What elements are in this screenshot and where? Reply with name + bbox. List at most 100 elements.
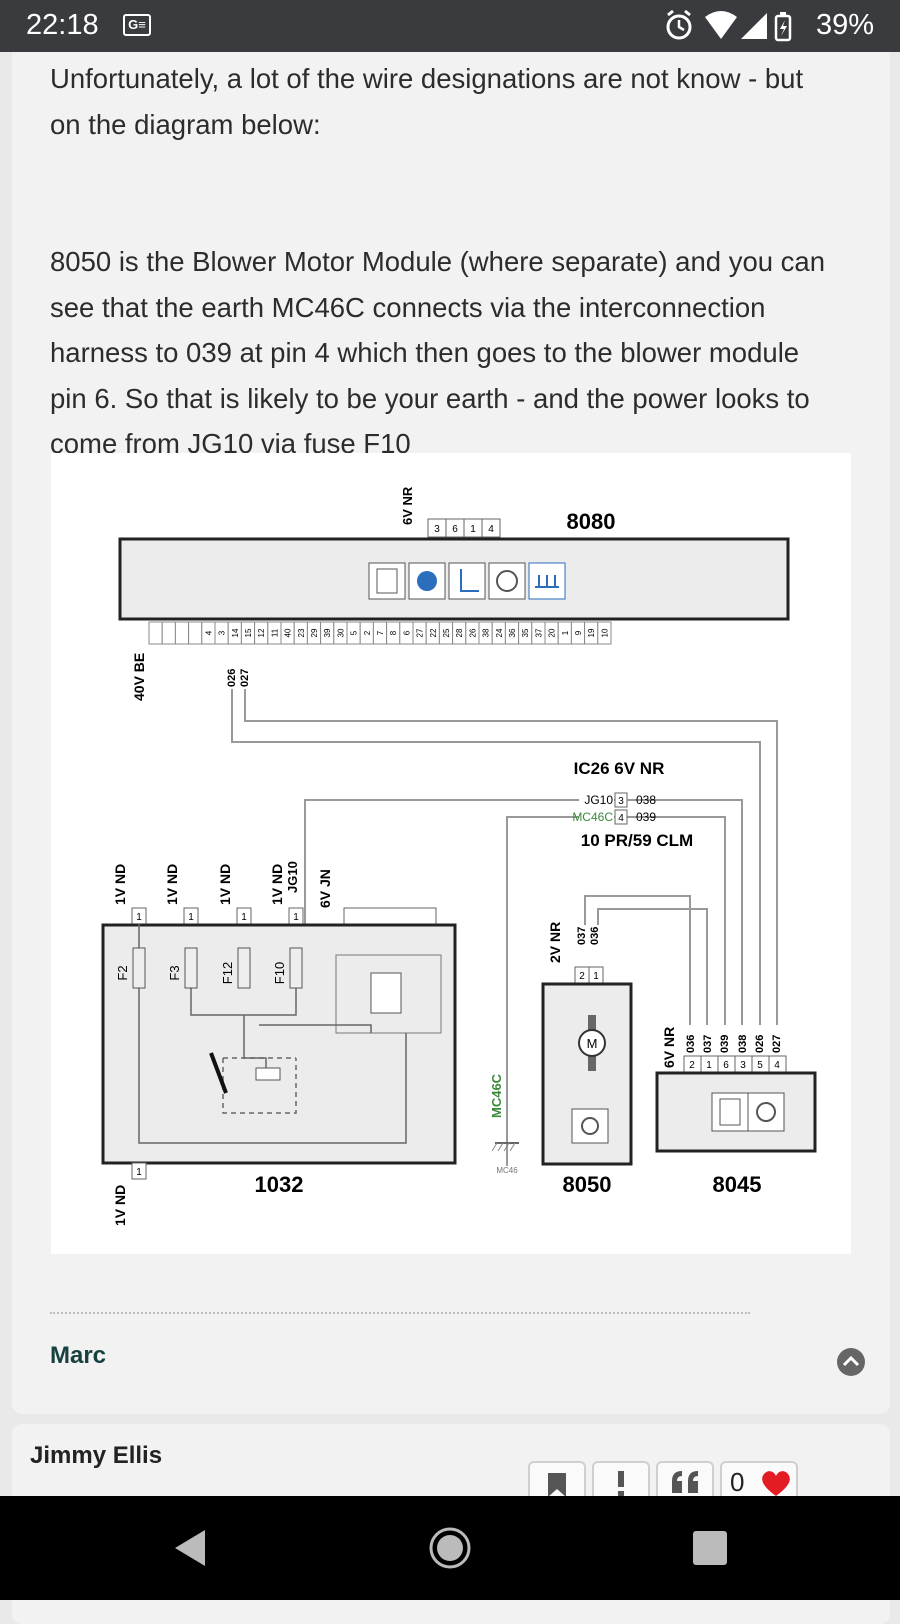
ic26-pin-3-label: 3: [618, 796, 624, 807]
pin-label: 36: [508, 628, 517, 637]
fan-blade: [581, 1117, 599, 1135]
mc46c-label: MC46C: [489, 1073, 504, 1118]
top-connector: 3 6 1 4: [427, 518, 501, 538]
conn-6vnr-right: 6V NR: [661, 1027, 677, 1068]
wire-8045-label: 037: [702, 1035, 714, 1053]
notification-icon: G≡: [123, 14, 151, 36]
box-1032: [101, 923, 457, 1165]
pin-label: 25: [442, 628, 451, 637]
report-icon: [618, 1471, 624, 1497]
pin-one: 1: [188, 912, 194, 923]
quote-button[interactable]: [656, 1461, 714, 1501]
post-paragraph-1: Unfortunately, a lot of the wire designa…: [50, 63, 804, 140]
pin-label: 4: [204, 630, 213, 635]
pin-label: 1: [561, 630, 570, 635]
pin-8045-label: 4: [774, 1060, 780, 1071]
fuse-f3: F3: [167, 965, 182, 980]
like-count: 0: [730, 1467, 745, 1497]
pin-8045-label: 5: [757, 1060, 763, 1071]
conn-6vjn-label: 6V JN: [317, 869, 333, 908]
wiring-diagram[interactable]: 6V NR 3 6 1 4 8080: [51, 453, 851, 1254]
pin-label: 24: [495, 628, 504, 637]
pin-cell: [174, 621, 190, 645]
pin-cell: [597, 621, 612, 645]
ic26-subtitle: 10 PR/59 CLM: [581, 831, 693, 850]
pin-label: 11: [270, 628, 279, 637]
ic26-039: 039: [636, 810, 656, 824]
alarm-icon: [666, 9, 692, 40]
chip-icon: [370, 972, 402, 1014]
ic26-038: 038: [636, 793, 656, 807]
quote-icon: [672, 1471, 698, 1493]
wifi-icon: [705, 11, 737, 39]
pin-label: 10: [600, 628, 609, 637]
pin-one: 1: [136, 912, 142, 923]
pin-label: 27: [416, 628, 425, 637]
pin-label: 35: [521, 628, 530, 637]
pin-label: 30: [336, 628, 345, 637]
top-pin: 3: [434, 524, 440, 535]
status-bar: 22:18 G≡ 39%: [0, 0, 900, 52]
ic26-pin-4: [614, 809, 628, 825]
recents-icon[interactable]: [690, 1528, 730, 1568]
module-8080-icons: [368, 562, 566, 600]
pin-one: 1: [136, 1167, 142, 1178]
pin-one: 1: [241, 912, 247, 923]
pin-label: 14: [231, 628, 240, 637]
pin-8045-label: 6: [723, 1060, 729, 1071]
navigation-bar: [0, 1496, 900, 1600]
wire-8045-label: 026: [754, 1035, 766, 1053]
bottom-left-label: 1V ND: [112, 1185, 128, 1226]
scroll-up-button[interactable]: [837, 1348, 865, 1376]
back-icon[interactable]: [170, 1526, 210, 1570]
post-paragraph-2: 8050 is the Blower Motor Module (where s…: [50, 246, 826, 459]
pins-8045: [683, 1055, 787, 1073]
clock: 22:18: [26, 9, 99, 41]
pin-8045-label: 1: [706, 1060, 712, 1071]
heart-icon: [762, 1471, 790, 1496]
chip-icon-inner: [719, 1098, 741, 1126]
ic26-mc46c: MC46C: [572, 810, 613, 824]
pin-label: 39: [323, 628, 332, 637]
report-button[interactable]: [592, 1461, 650, 1501]
motor-label: M: [587, 1036, 598, 1051]
left-label-40vbe: 40V BE: [131, 653, 147, 701]
top-pin: 6: [452, 524, 458, 535]
pin-cell: [188, 621, 203, 645]
pin-label: 20: [548, 628, 557, 637]
fuse-f2: F2: [115, 965, 130, 980]
pin-label: 40: [284, 628, 293, 637]
fuse-box-internal-wiring: [138, 924, 407, 1144]
wire-037-label: 037: [576, 927, 588, 945]
top-pin: 4: [488, 524, 494, 535]
wire-8045-label: 036: [685, 1035, 697, 1053]
pin-label: 19: [587, 628, 596, 637]
jg10-label: JG10: [285, 861, 300, 893]
top-pin: 1: [470, 524, 476, 535]
pin-label: 15: [244, 628, 253, 637]
battery-percent: 39%: [815, 9, 874, 41]
bookmark-button[interactable]: [528, 1461, 586, 1501]
pin-8050-label: 2: [579, 971, 585, 982]
fuse-label-3: 1V ND: [217, 864, 233, 905]
fuse-f10: F10: [272, 962, 287, 984]
fuse-label-1: 1V ND: [112, 864, 128, 905]
pin-label: 28: [455, 628, 464, 637]
pin-label: 37: [534, 628, 543, 637]
like-button[interactable]: 0: [720, 1461, 798, 1501]
wire-8045-label: 039: [719, 1035, 731, 1053]
signature-separator: [50, 1312, 750, 1314]
box-1032-label: 1032: [255, 1172, 304, 1197]
pin-label: 5: [350, 630, 359, 635]
ic26-pin-3: [614, 792, 628, 808]
home-icon[interactable]: [428, 1526, 472, 1570]
post-author[interactable]: Jimmy Ellis: [30, 1442, 163, 1469]
pin-label: 6: [402, 630, 411, 635]
pin-label: 12: [257, 628, 266, 637]
battery-icon: [774, 12, 792, 42]
wire-026-label: 026: [226, 669, 238, 687]
fuses: [132, 947, 303, 989]
box-8050-label: 8050: [563, 1172, 612, 1197]
chevron-up-icon: [842, 1355, 860, 1367]
